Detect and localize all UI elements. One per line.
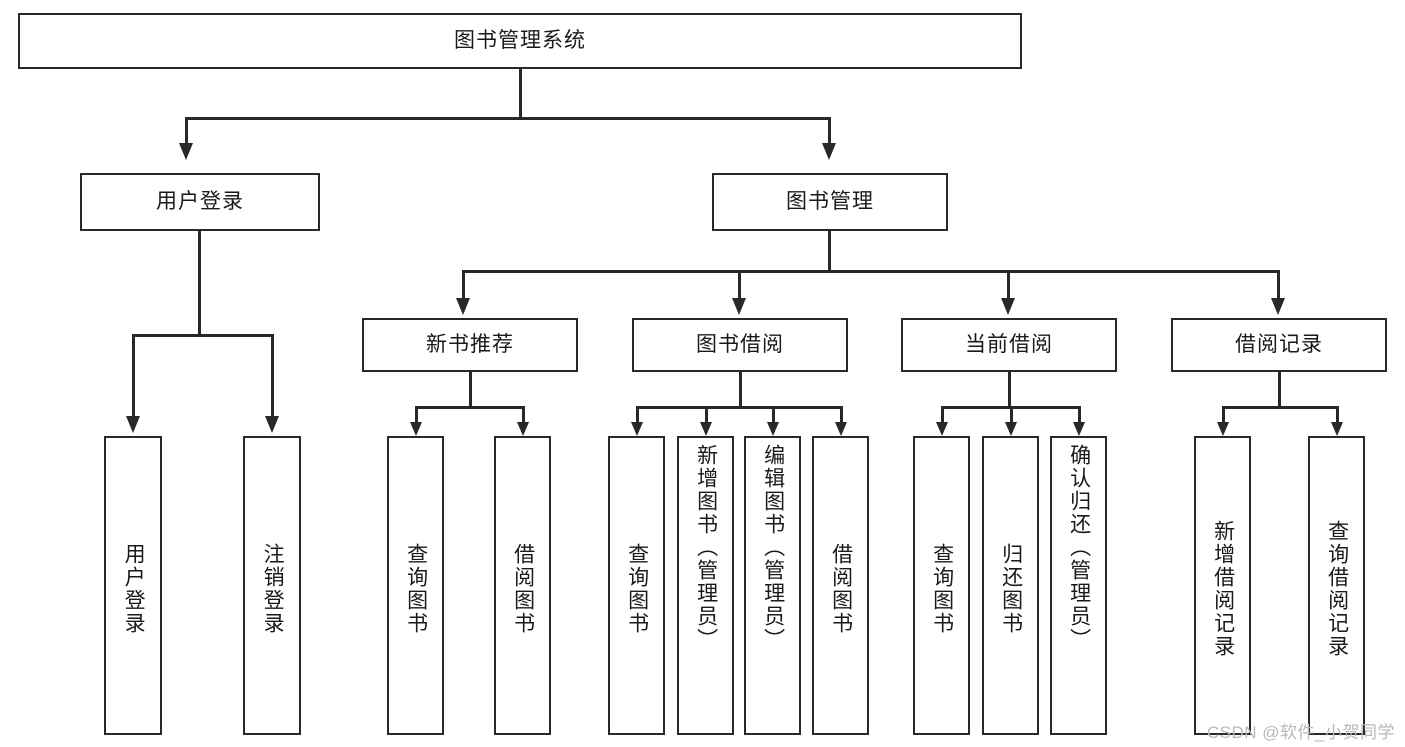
arrowhead-user-login-child1 — [126, 416, 140, 433]
connector-book-borrow-bus — [636, 406, 842, 409]
connector-level3-bus — [462, 270, 1280, 273]
arrowhead-g4-child1 — [1217, 422, 1229, 436]
connector-user-login-child2 — [271, 334, 274, 418]
arrowhead-g1-child1 — [410, 422, 422, 436]
connector-new-book-recommend-stem — [469, 372, 472, 408]
leaf-book-borrow-query-book[interactable]: 查询图书 — [608, 436, 665, 735]
connector-g2-child1 — [636, 406, 639, 424]
arrowhead-g2-child1 — [631, 422, 643, 436]
node-new-book-recommend[interactable]: 新书推荐 — [362, 318, 578, 372]
connector-g2-child2 — [705, 406, 708, 424]
connector-g1-child1 — [415, 406, 418, 424]
node-user-login[interactable]: 用户登录 — [80, 173, 320, 231]
connector-current-borrow-stem — [1008, 372, 1011, 408]
leaf-current-borrow-confirm-return-admin[interactable]: 确认归还（管理员） — [1050, 436, 1107, 735]
connector-g3-child2 — [1010, 406, 1013, 424]
arrowhead-g3-child1 — [936, 422, 948, 436]
connector-user-login-bus — [132, 334, 274, 337]
arrowhead-to-book-borrow — [732, 298, 746, 315]
node-book-borrow[interactable]: 图书借阅 — [632, 318, 848, 372]
arrowhead-to-current-borrow — [1001, 298, 1015, 315]
leaf-book-borrow-add-book-admin[interactable]: 新增图书（管理员） — [677, 436, 734, 735]
leaf-borrow-record-add-record[interactable]: 新增借阅记录 — [1194, 436, 1251, 735]
arrowhead-user-login-child2 — [265, 416, 279, 433]
connector-g2-child4 — [840, 406, 843, 424]
connector-to-book-management — [828, 117, 831, 145]
arrowhead-g2-child3 — [767, 422, 779, 436]
arrowhead-to-new-book-recommend — [456, 298, 470, 315]
leaf-borrow-record-query-record[interactable]: 查询借阅记录 — [1308, 436, 1365, 735]
connector-g2-child3 — [772, 406, 775, 424]
connector-g1-child2 — [522, 406, 525, 424]
arrowhead-g1-child2 — [517, 422, 529, 436]
leaf-new-book-borrow-book[interactable]: 借阅图书 — [494, 436, 551, 735]
arrowhead-g3-child2 — [1005, 422, 1017, 436]
leaf-new-book-query-book[interactable]: 查询图书 — [387, 436, 444, 735]
connector-g3-child1 — [941, 406, 944, 424]
connector-level2-bus — [185, 117, 831, 120]
connector-new-book-recommend-bus — [415, 406, 525, 409]
connector-root-stem — [519, 69, 522, 119]
arrowhead-to-borrow-record — [1271, 298, 1285, 315]
leaf-current-borrow-return-book[interactable]: 归还图书 — [982, 436, 1039, 735]
node-book-management[interactable]: 图书管理 — [712, 173, 948, 231]
connector-to-current-borrow — [1007, 270, 1010, 300]
arrowhead-to-book-management — [822, 143, 836, 160]
connector-to-borrow-record — [1277, 270, 1280, 300]
connector-to-book-borrow — [738, 270, 741, 300]
leaf-user-login-logout[interactable]: 注销登录 — [243, 436, 301, 735]
node-current-borrow[interactable]: 当前借阅 — [901, 318, 1117, 372]
arrowhead-g4-child2 — [1331, 422, 1343, 436]
connector-user-login-stem — [198, 231, 201, 336]
leaf-book-borrow-borrow-book[interactable]: 借阅图书 — [812, 436, 869, 735]
leaf-user-login-login[interactable]: 用户登录 — [104, 436, 162, 735]
leaf-current-borrow-query-book[interactable]: 查询图书 — [913, 436, 970, 735]
connector-g4-child1 — [1222, 406, 1225, 424]
connector-user-login-child1 — [132, 334, 135, 418]
arrowhead-g2-child2 — [700, 422, 712, 436]
connector-g4-child2 — [1336, 406, 1339, 424]
arrowhead-g3-child3 — [1073, 422, 1085, 436]
connector-book-borrow-stem — [739, 372, 742, 408]
node-root-book-management-system[interactable]: 图书管理系统 — [18, 13, 1022, 69]
connector-borrow-record-stem — [1278, 372, 1281, 408]
arrowhead-g2-child4 — [835, 422, 847, 436]
connector-to-new-book-recommend — [462, 270, 465, 300]
arrowhead-to-user-login — [179, 143, 193, 160]
connector-g3-child3 — [1078, 406, 1081, 424]
connector-to-user-login — [185, 117, 188, 145]
connector-book-management-stem — [828, 231, 831, 273]
leaf-book-borrow-edit-book-admin[interactable]: 编辑图书（管理员） — [744, 436, 801, 735]
connector-borrow-record-bus — [1222, 406, 1339, 409]
node-borrow-record[interactable]: 借阅记录 — [1171, 318, 1387, 372]
